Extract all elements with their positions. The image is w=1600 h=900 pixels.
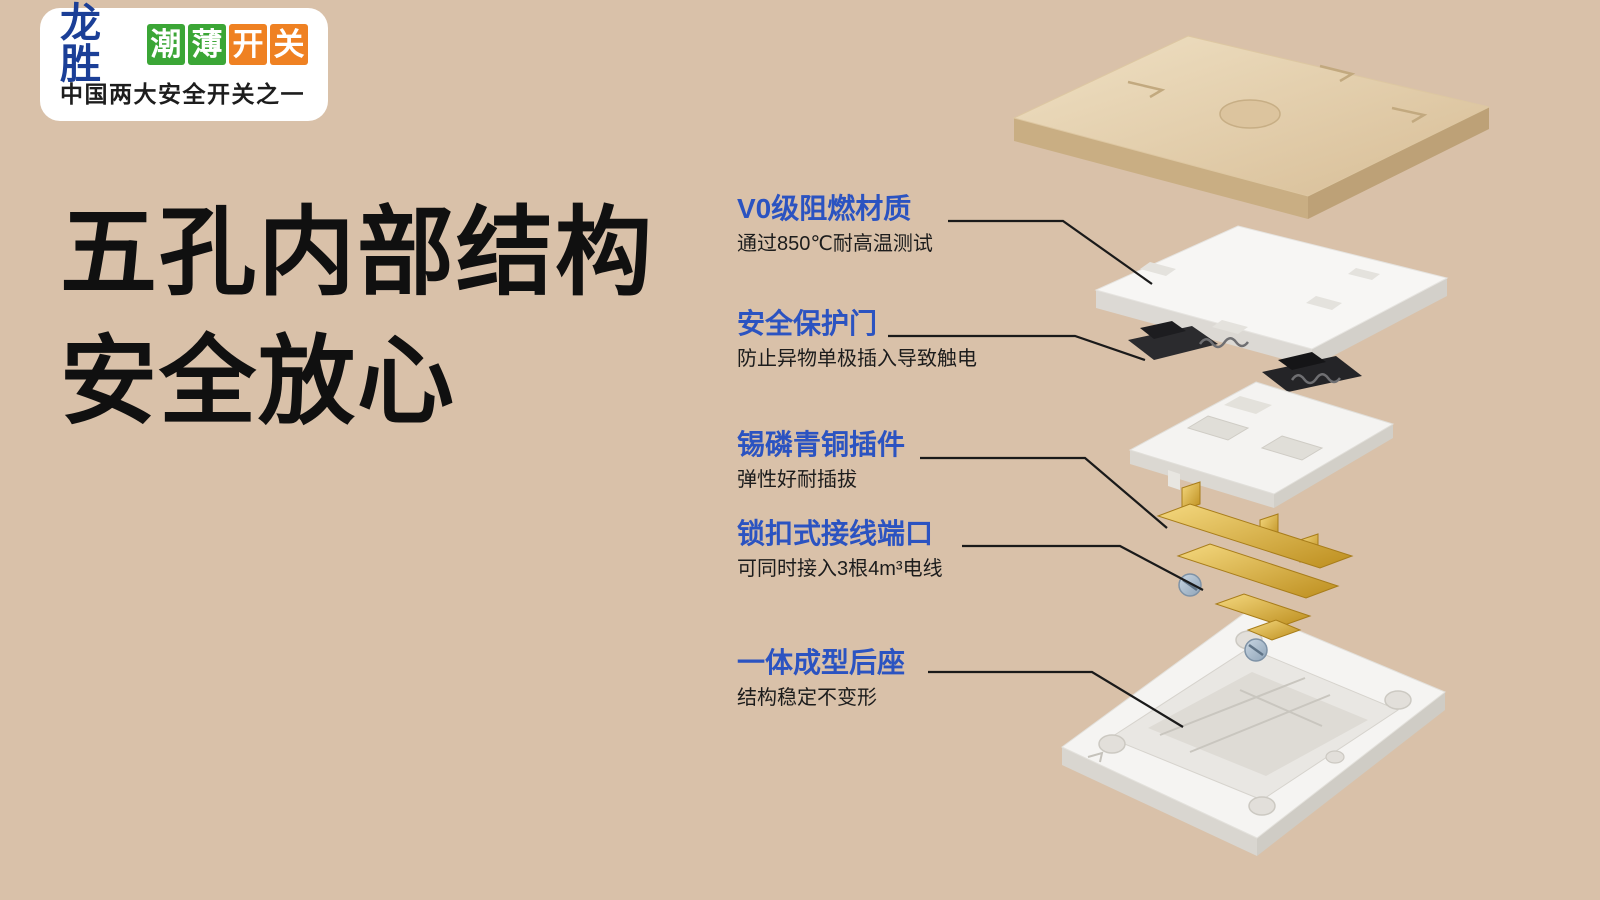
brand-tagline: 中国两大安全开关之一 [60,81,305,107]
inner-frame-icon [1128,381,1395,508]
safety-shutters-icon [1128,321,1362,392]
callout-leader-lines [888,219,1204,728]
headline-line-1: 五孔内部结构 [60,198,654,307]
callout-title: V0级阻燃材质 [737,193,912,224]
callout-title: 一体成型后座 [737,647,906,678]
one-piece-base-icon [1061,609,1446,856]
callout-bronze-insert: 锡磷青铜插件 弹性好耐插拔 [737,429,905,492]
brand-logo-row: 龙胜 潮 薄 开 关 [60,3,309,85]
brand-logo-card: 龙胜 潮 薄 开 关 中国两大安全开关之一 [40,3,328,121]
callout-desc: 结构稳定不变形 [737,687,877,710]
callout-desc: 防止异物单极插入导致触电 [737,348,977,371]
brand-name: 龙胜 [60,0,102,87]
callout-title: 锡磷青铜插件 [737,429,906,460]
callout-one-piece-base: 一体成型后座 结构稳定不变形 [737,647,905,710]
callout-locking-terminal: 锁扣式接线端口 可同时接入3根4m³电线 [737,518,943,581]
brand-tile-3: 开 [228,23,267,65]
brand-tile-2: 薄 [187,23,226,65]
brand-tile-1: 潮 [146,23,185,65]
headline: 五孔内部结构 安全放心 [60,188,654,446]
callout-safety-door: 安全保护门 防止异物单极插入导致触电 [737,308,977,371]
white-function-plate-icon [1094,225,1449,367]
brand-tile-4: 关 [270,23,309,65]
callout-desc: 弹性好耐插拔 [737,469,857,492]
callout-v0-material: V0级阻燃材质 通过850℃耐高温测试 [737,193,933,256]
callout-desc: 可同时接入3根4m³电线 [737,558,943,581]
callout-title: 安全保护门 [737,308,878,339]
gold-cover-plate-icon [1012,35,1491,219]
headline-line-2: 安全放心 [60,327,456,436]
callout-desc: 通过850℃耐高温测试 [737,233,933,256]
brass-contacts-icon [1156,481,1354,662]
callout-title: 锁扣式接线端口 [737,518,934,549]
